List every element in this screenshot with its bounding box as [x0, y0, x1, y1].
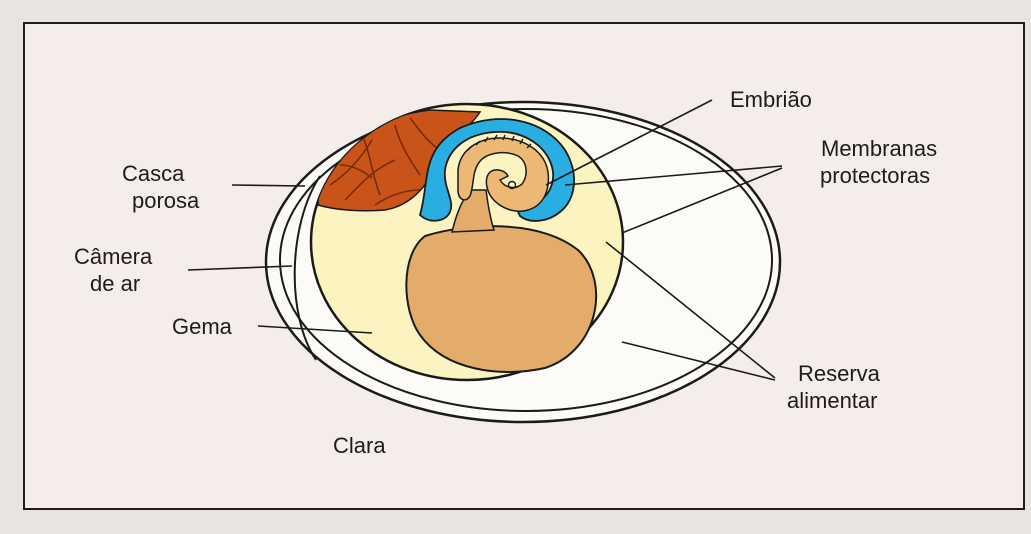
label-gema: Gema [172, 313, 232, 340]
label-membranas-line2: protectoras [813, 162, 937, 189]
label-reserva-alimentar: Reserva alimentar [787, 360, 880, 414]
label-embriao: Embrião [730, 86, 812, 113]
label-casca-line2: porosa [132, 187, 199, 214]
label-clara: Clara [333, 432, 386, 459]
label-casca-porosa: Casca porosa [122, 160, 199, 214]
label-membranas-line1: Membranas [821, 135, 937, 162]
label-membranas-protectoras: Membranas protectoras [813, 135, 937, 189]
label-camera-line1: Câmera [74, 243, 152, 270]
label-camera-line2: de ar [90, 270, 152, 297]
label-camera-de-ar: Câmera de ar [74, 243, 152, 297]
yolk [406, 226, 596, 372]
label-reserva-line2: alimentar [787, 387, 880, 414]
label-reserva-line1: Reserva [798, 360, 880, 387]
label-casca-line1: Casca [122, 160, 199, 187]
leader-casca [232, 185, 305, 186]
